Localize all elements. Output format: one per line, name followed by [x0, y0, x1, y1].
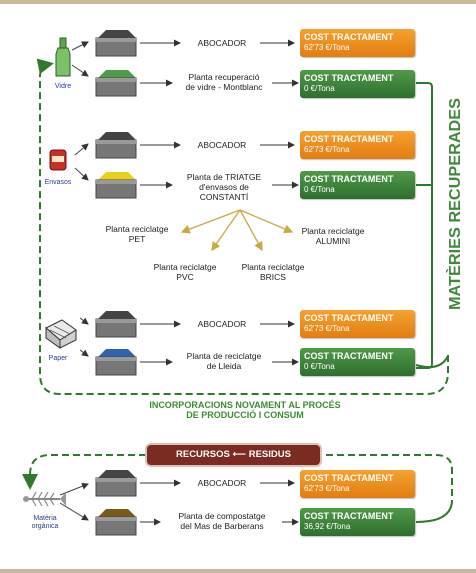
cost-box-paper-abocador: COST TRACTAMENT 62'73 €/Tona: [300, 310, 415, 338]
triage-arrows: [180, 209, 294, 252]
materies-recuperades-text: MATÈRIES RECUPERADES: [445, 98, 464, 310]
organica-dest-1: ABOCADOR: [197, 478, 247, 488]
recursos-residus-banner: RECURSOS ⟵ RESIDUS: [147, 445, 320, 465]
vidre-dest-2: Planta recuperació de vidre - Montblanc: [185, 72, 263, 92]
cost-title: COST TRACTAMENT: [304, 351, 394, 361]
bin-blue-icon: [95, 349, 137, 376]
sub-pet: Planta reciclatge PET: [105, 224, 169, 244]
cost-box-vidre-planta: COST TRACTAMENT 0 €/Tona: [300, 70, 415, 98]
organica-dest-2: Planta de compostatge del Mas de Barbera…: [178, 511, 266, 531]
paper-bundle-icon: [45, 319, 77, 349]
bin-grey-icon: [95, 311, 137, 338]
cost-box-paper-planta: COST TRACTAMENT 0 €/Tona: [300, 348, 415, 376]
cost-title: COST TRACTAMENT: [304, 32, 394, 42]
cost-box-envasos-abocador: COST TRACTAMENT 62'73 €/Tona: [300, 131, 415, 159]
cost-value: 62'73 €/Tona: [304, 324, 350, 333]
bin-green-icon: [95, 70, 137, 97]
bin-brown-icon: [95, 509, 137, 536]
vidre-label: Vidre: [54, 83, 72, 90]
cost-box-envasos-planta: COST TRACTAMENT 0 €/Tona: [300, 171, 415, 199]
source-connectors: [59, 41, 89, 521]
row-arrows: [140, 39, 299, 526]
cost-value: 36,92 €/Tona: [304, 522, 351, 531]
cost-value: 0 €/Tona: [304, 185, 335, 194]
envasos-label: Envasos: [44, 179, 72, 186]
can-icon: [49, 149, 67, 171]
cost-value: 62'73 €/Tona: [304, 145, 350, 154]
bin-yellow-icon: [95, 172, 137, 199]
cost-box-organica-abocador: COST TRACTAMENT 62'73 €/Tona: [300, 470, 415, 498]
cost-value: 0 €/Tona: [304, 84, 335, 93]
cost-title: COST TRACTAMENT: [304, 313, 394, 323]
envasos-source: Envasos: [38, 148, 78, 188]
cost-box-organica-planta: COST TRACTAMENT 36,92 €/Tona: [300, 508, 415, 536]
recovered-loop: [36, 58, 449, 395]
incorporacions-text: INCORPORACIONS NOVAMENT AL PROCÉS DE PRO…: [149, 400, 341, 420]
envasos-dest-2: Planta de TRIATGE d'envasos de CONSTANTÍ: [186, 172, 262, 202]
vidre-dest-1: ABOCADOR: [197, 38, 247, 48]
fish-bone-icon: [23, 491, 66, 507]
organica-label: Matèria orgànica: [31, 515, 59, 530]
organic-loop: [22, 454, 453, 523]
sub-alumini: Planta reciclatge ALUMINI: [301, 226, 365, 246]
cost-title: COST TRACTAMENT: [304, 134, 394, 144]
cost-title: COST TRACTAMENT: [304, 174, 394, 184]
envasos-dest-1: ABOCADOR: [197, 140, 247, 150]
vidre-source: Vidre: [48, 36, 78, 94]
cost-value: 62'73 €/Tona: [304, 43, 350, 52]
cost-box-vidre-abocador: COST TRACTAMENT 62'73 €/Tona: [300, 29, 415, 57]
glass-bottle-icon: [55, 37, 71, 77]
paper-dest-2: Planta de reciclatge de Lleida: [186, 351, 262, 371]
bin-grey-icon: [95, 30, 137, 57]
sub-brics: Planta reciclatge BRICS: [241, 262, 305, 282]
materies-recuperades-label: MATÈRIES RECUPERADES: [445, 98, 464, 310]
cost-value: 62'73 €/Tona: [304, 484, 350, 493]
cost-value: 0 €/Tona: [304, 362, 335, 371]
cost-title: COST TRACTAMENT: [304, 473, 394, 483]
cost-title: COST TRACTAMENT: [304, 511, 394, 521]
sub-pvc: Planta reciclatge PVC: [153, 262, 217, 282]
paper-source: Paper: [38, 318, 78, 362]
cost-title: COST TRACTAMENT: [304, 73, 394, 83]
paper-dest-1: ABOCADOR: [197, 319, 247, 329]
bin-grey-icon: [95, 470, 137, 497]
organica-source: Matèria orgànica: [22, 488, 68, 534]
bin-grey-icon: [95, 132, 137, 159]
paper-label: Paper: [48, 355, 68, 362]
